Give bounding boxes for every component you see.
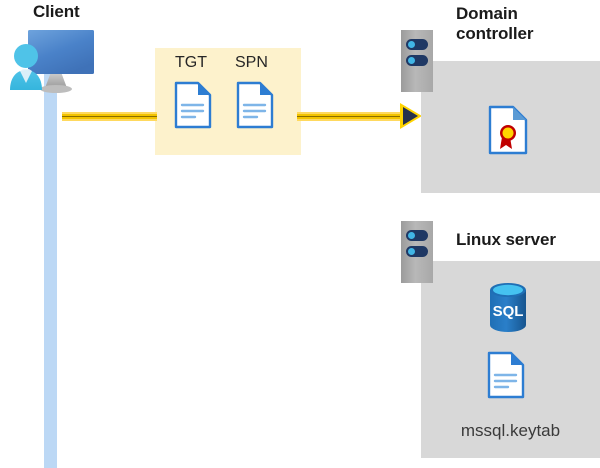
server-led-1 [406, 230, 428, 241]
client-lifeline [44, 60, 57, 468]
message-arrow-line-left [62, 112, 157, 121]
server-led-2 [406, 246, 428, 257]
document-icon [487, 351, 525, 399]
tgt-label: TGT [175, 54, 207, 71]
message-payload-box: TGT SPN [155, 48, 301, 155]
server-led-2 [406, 55, 428, 66]
document-icon [236, 81, 274, 129]
sql-database-icon: SQL [483, 280, 533, 335]
sql-label: SQL [493, 303, 524, 320]
user-monitor-icon [4, 26, 100, 96]
linux-server-title: Linux server [456, 230, 556, 249]
domain-controller-title: Domain controller [456, 4, 596, 44]
spn-label: SPN [235, 54, 268, 71]
certificate-icon [488, 105, 528, 155]
domain-controller-title-line1: Domain [456, 4, 518, 23]
message-arrow-line-right [297, 112, 407, 121]
server-icon [401, 221, 433, 283]
document-icon [174, 81, 212, 129]
domain-controller-title-line2: controller [456, 24, 534, 43]
server-led-1 [406, 39, 428, 50]
keytab-filename-label: mssql.keytab [460, 421, 561, 440]
arrow-head-icon [403, 107, 418, 125]
server-icon [401, 30, 433, 92]
client-title: Client [33, 2, 80, 21]
